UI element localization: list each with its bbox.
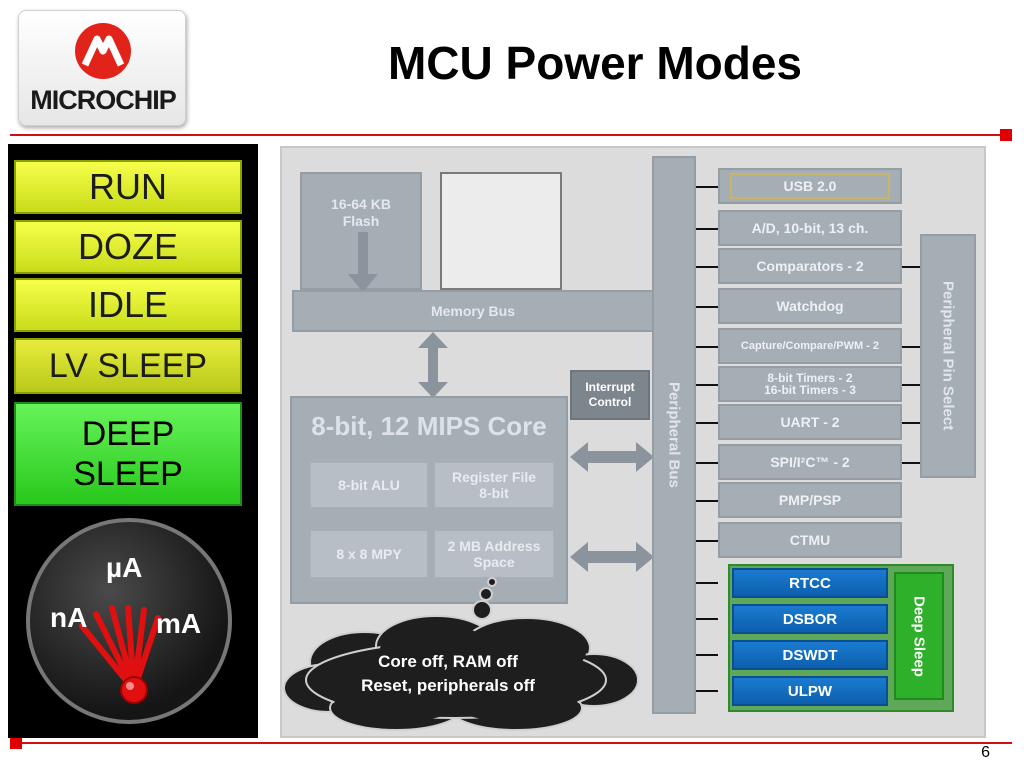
logo-text: MICROCHIP <box>30 85 177 115</box>
bus-connector <box>696 306 718 308</box>
peripheral-comparators: Comparators - 2 <box>718 248 902 284</box>
bottom-divider <box>22 742 1012 744</box>
gauge-label-nanoamp: nA <box>50 602 88 633</box>
mode-deep-sleep: DEEP SLEEP <box>14 402 242 506</box>
peripheral-bus: Peripheral Bus <box>652 156 696 714</box>
bus-connector <box>696 582 718 584</box>
gauge-label-microamp: µA <box>106 552 143 583</box>
peripheral-uart: UART - 2 <box>718 404 902 440</box>
register-file-block: Register File 8-bit <box>434 462 554 508</box>
peripheral-spi-i2c-label: SPI/I²C™ - 2 <box>770 454 850 470</box>
mode-idle: IDLE <box>14 278 242 332</box>
bus-connector <box>696 186 718 188</box>
peripheral-pin-select: Peripheral Pin Select <box>920 234 976 478</box>
ram-block <box>440 172 562 290</box>
peripheral-adc: A/D, 10-bit, 13 ch. <box>718 210 902 246</box>
peripheral-uart-label: UART - 2 <box>780 414 840 430</box>
thought-cloud-icon <box>283 577 639 731</box>
bus-connector <box>696 462 718 464</box>
page-number: 6 <box>981 744 990 761</box>
microchip-logo: MICROCHIP <box>18 10 186 126</box>
deep-sleep-rtcc: RTCC <box>732 568 888 598</box>
peripheral-spi-i2c: SPI/I²C™ - 2 <box>718 444 902 480</box>
deep-sleep-line2: SLEEP <box>73 455 183 493</box>
bus-connector <box>696 540 718 542</box>
peripheral-pmp-psp: PMP/PSP <box>718 482 902 518</box>
deep-sleep-dsbor: DSBOR <box>732 604 888 634</box>
peripheral-adc-label: A/D, 10-bit, 13 ch. <box>751 220 869 236</box>
bus-connector <box>696 228 718 230</box>
mode-lv-sleep: LV SLEEP <box>14 338 242 394</box>
alu-block: 8-bit ALU <box>310 462 428 508</box>
gauge-label-milliamp: mA <box>156 608 202 639</box>
peripheral-ctmu-label: CTMU <box>789 532 831 548</box>
peripheral-timers-label: 8-bit Timers - 2 16-bit Timers - 3 <box>764 371 856 397</box>
gauge-needles-icon <box>79 605 161 704</box>
top-divider <box>10 134 1000 136</box>
core-periph-arrow-bottom-icon <box>570 542 654 572</box>
bus-connector <box>696 500 718 502</box>
bus-connector <box>696 422 718 424</box>
peripheral-watchdog-label: Watchdog <box>776 298 844 314</box>
core-title: 8-bit, 12 MIPS Core <box>311 410 547 441</box>
pps-connector <box>902 462 920 464</box>
peripheral-timers: 8-bit Timers - 2 16-bit Timers - 3 <box>718 366 902 402</box>
core-bus-arrow-icon <box>418 332 448 398</box>
peripheral-ccp-label: Capture/Compare/PWM - 2 <box>740 340 880 352</box>
multiplier-block: 8 x 8 MPY <box>310 530 428 578</box>
interrupt-control-block: Interrupt Control <box>570 370 650 420</box>
deep-sleep-callout: Core off, RAM off Reset, peripherals off <box>361 652 535 695</box>
bus-connector <box>696 690 718 692</box>
pps-connector <box>902 422 920 424</box>
peripheral-usb-label: USB 2.0 <box>730 173 890 199</box>
flash-to-bus-arrow-icon <box>348 232 378 292</box>
peripheral-comparators-label: Comparators - 2 <box>756 258 864 274</box>
address-space-block: 2 MB Address Space <box>434 530 554 578</box>
bus-connector <box>696 654 718 656</box>
bottom-divider-marker <box>10 737 22 749</box>
peripheral-bus-label: Peripheral Bus <box>665 382 683 488</box>
mode-doze: DOZE <box>14 220 242 274</box>
bus-connector <box>696 266 718 268</box>
pps-connector <box>902 346 920 348</box>
deep-sleep-line1: DEEP <box>81 415 175 453</box>
peripheral-pmp-psp-label: PMP/PSP <box>778 492 842 508</box>
deep-sleep-ulpw: ULPW <box>732 676 888 706</box>
peripheral-pin-select-label: Peripheral Pin Select <box>939 281 957 431</box>
bus-connector <box>696 346 718 348</box>
pps-connector <box>902 384 920 386</box>
memory-bus: Memory Bus <box>292 290 654 332</box>
peripheral-usb: USB 2.0 <box>718 168 902 204</box>
current-gauge: µA nA mA <box>26 518 232 724</box>
mode-run: RUN <box>14 160 242 214</box>
deep-sleep-dswdt: DSWDT <box>732 640 888 670</box>
top-divider-marker <box>1000 129 1012 141</box>
logo-mark-icon <box>75 23 131 79</box>
deep-sleep-label: Deep Sleep <box>910 595 928 677</box>
slide-title: MCU Power Modes <box>387 37 803 89</box>
bus-connector <box>696 618 718 620</box>
peripheral-ctmu: CTMU <box>718 522 902 558</box>
peripheral-watchdog: Watchdog <box>718 288 902 324</box>
core-periph-arrow-top-icon <box>570 442 654 472</box>
deep-sleep-label-box: Deep Sleep <box>894 572 944 700</box>
pps-connector <box>902 266 920 268</box>
peripheral-ccp: Capture/Compare/PWM - 2 <box>718 328 902 364</box>
bus-connector <box>696 384 718 386</box>
